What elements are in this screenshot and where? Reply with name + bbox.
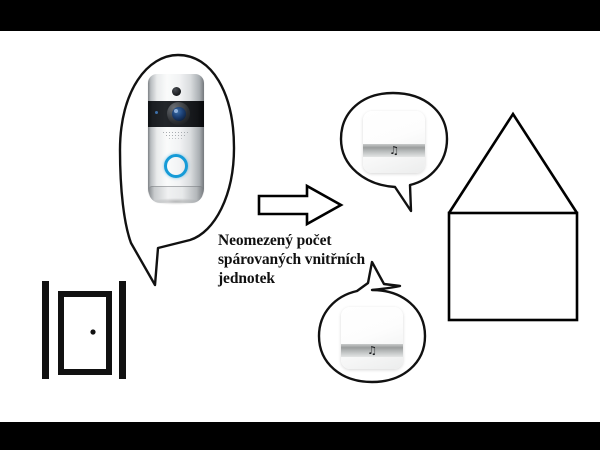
music-note-icon: ♫ (367, 344, 377, 357)
caption-line-3: jednotek (218, 270, 275, 287)
caption-text: Neomezený počet spárovaných vnitřních je… (218, 231, 383, 288)
chime-band-top: ♫ (363, 144, 425, 157)
wall-bar-left-icon (42, 281, 49, 379)
doorbell-button-ring[interactable] (164, 154, 188, 178)
house-body-icon (447, 211, 579, 322)
wall-bar-right-icon (119, 281, 126, 379)
video-doorbell-device (148, 74, 204, 208)
chime-band-bottom: ♫ (341, 344, 403, 357)
indoor-chime-unit-bottom: ♫ (341, 307, 403, 369)
door-frame-icon (58, 291, 112, 375)
doorbell-sensor-icon (172, 87, 181, 96)
letterbox-bar-top (0, 0, 600, 31)
caption-line-2: spárovaných vnitřních (218, 251, 366, 268)
caption-line-1: Neomezený počet (218, 232, 332, 249)
doorbell-lens-glint (174, 108, 178, 113)
house-roof-icon (447, 111, 579, 214)
music-note-icon: ♫ (389, 144, 399, 157)
door-knob-icon (90, 329, 96, 335)
right-arrow-icon (257, 183, 344, 227)
doorbell-drop-shadow (152, 198, 200, 205)
doorbell-speaker-grille (162, 132, 190, 141)
doorbell-ir-led-icon (155, 111, 158, 114)
letterbox-bar-bottom (0, 422, 600, 450)
indoor-chime-unit-top: ♫ (363, 111, 425, 173)
doorbell-bottom-cap (149, 186, 203, 203)
